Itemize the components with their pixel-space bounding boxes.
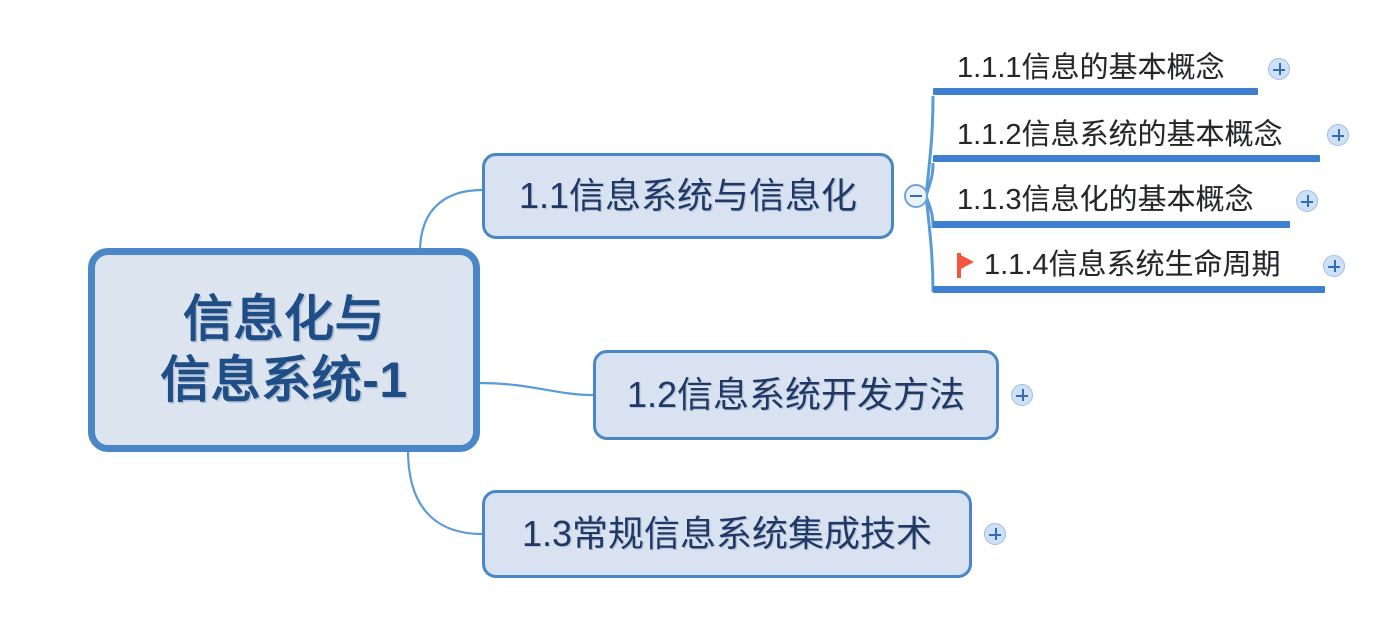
leaf-underline-1-1-1 [933,88,1258,95]
leaf-underline-1-1-2 [933,155,1320,162]
leaf-node-1-1-2[interactable]: 1.1.2信息系统的基本概念 [957,113,1283,157]
branch-node-1-3-label: 1.3常规信息系统集成技术 [521,513,933,554]
leaf-node-1-1-4-label: 1.1.4信息系统生命周期 [984,248,1281,281]
leaf-node-1-1-1-label: 1.1.1信息的基本概念 [957,51,1225,84]
red-flag-icon [957,252,979,278]
plus-circle-icon[interactable] [984,523,1006,545]
leaf-node-1-1-2-label: 1.1.2信息系统的基本概念 [957,118,1283,151]
plus-circle-icon[interactable] [1268,58,1290,80]
root-node[interactable]: 信息化与 信息系统-1 [88,248,480,452]
leaf-node-1-1-1[interactable]: 1.1.1信息的基本概念 [957,46,1225,90]
minus-circle-icon[interactable] [904,184,928,208]
plus-circle-icon[interactable] [1323,255,1345,277]
branch-node-1-3[interactable]: 1.3常规信息系统集成技术 [482,490,972,578]
branch-node-1-1-label: 1.1信息系统与信息化 [518,175,858,216]
branch-node-1-1[interactable]: 1.1信息系统与信息化 [482,153,894,239]
plus-circle-icon[interactable] [1296,190,1318,212]
branch-node-1-2-label: 1.2信息系统开发方法 [626,374,966,415]
plus-circle-icon[interactable] [1011,384,1033,406]
branch-node-1-2[interactable]: 1.2信息系统开发方法 [593,350,999,440]
leaf-node-1-1-3-label: 1.1.3信息化的基本概念 [957,183,1254,216]
plus-circle-icon[interactable] [1327,124,1349,146]
root-node-label: 信息化与 信息系统-1 [160,291,408,408]
leaf-node-1-1-4[interactable]: 1.1.4信息系统生命周期 [957,243,1281,287]
leaf-underline-1-1-4 [933,286,1325,293]
leaf-underline-1-1-3 [933,221,1290,228]
leaf-node-1-1-3[interactable]: 1.1.3信息化的基本概念 [957,178,1254,222]
